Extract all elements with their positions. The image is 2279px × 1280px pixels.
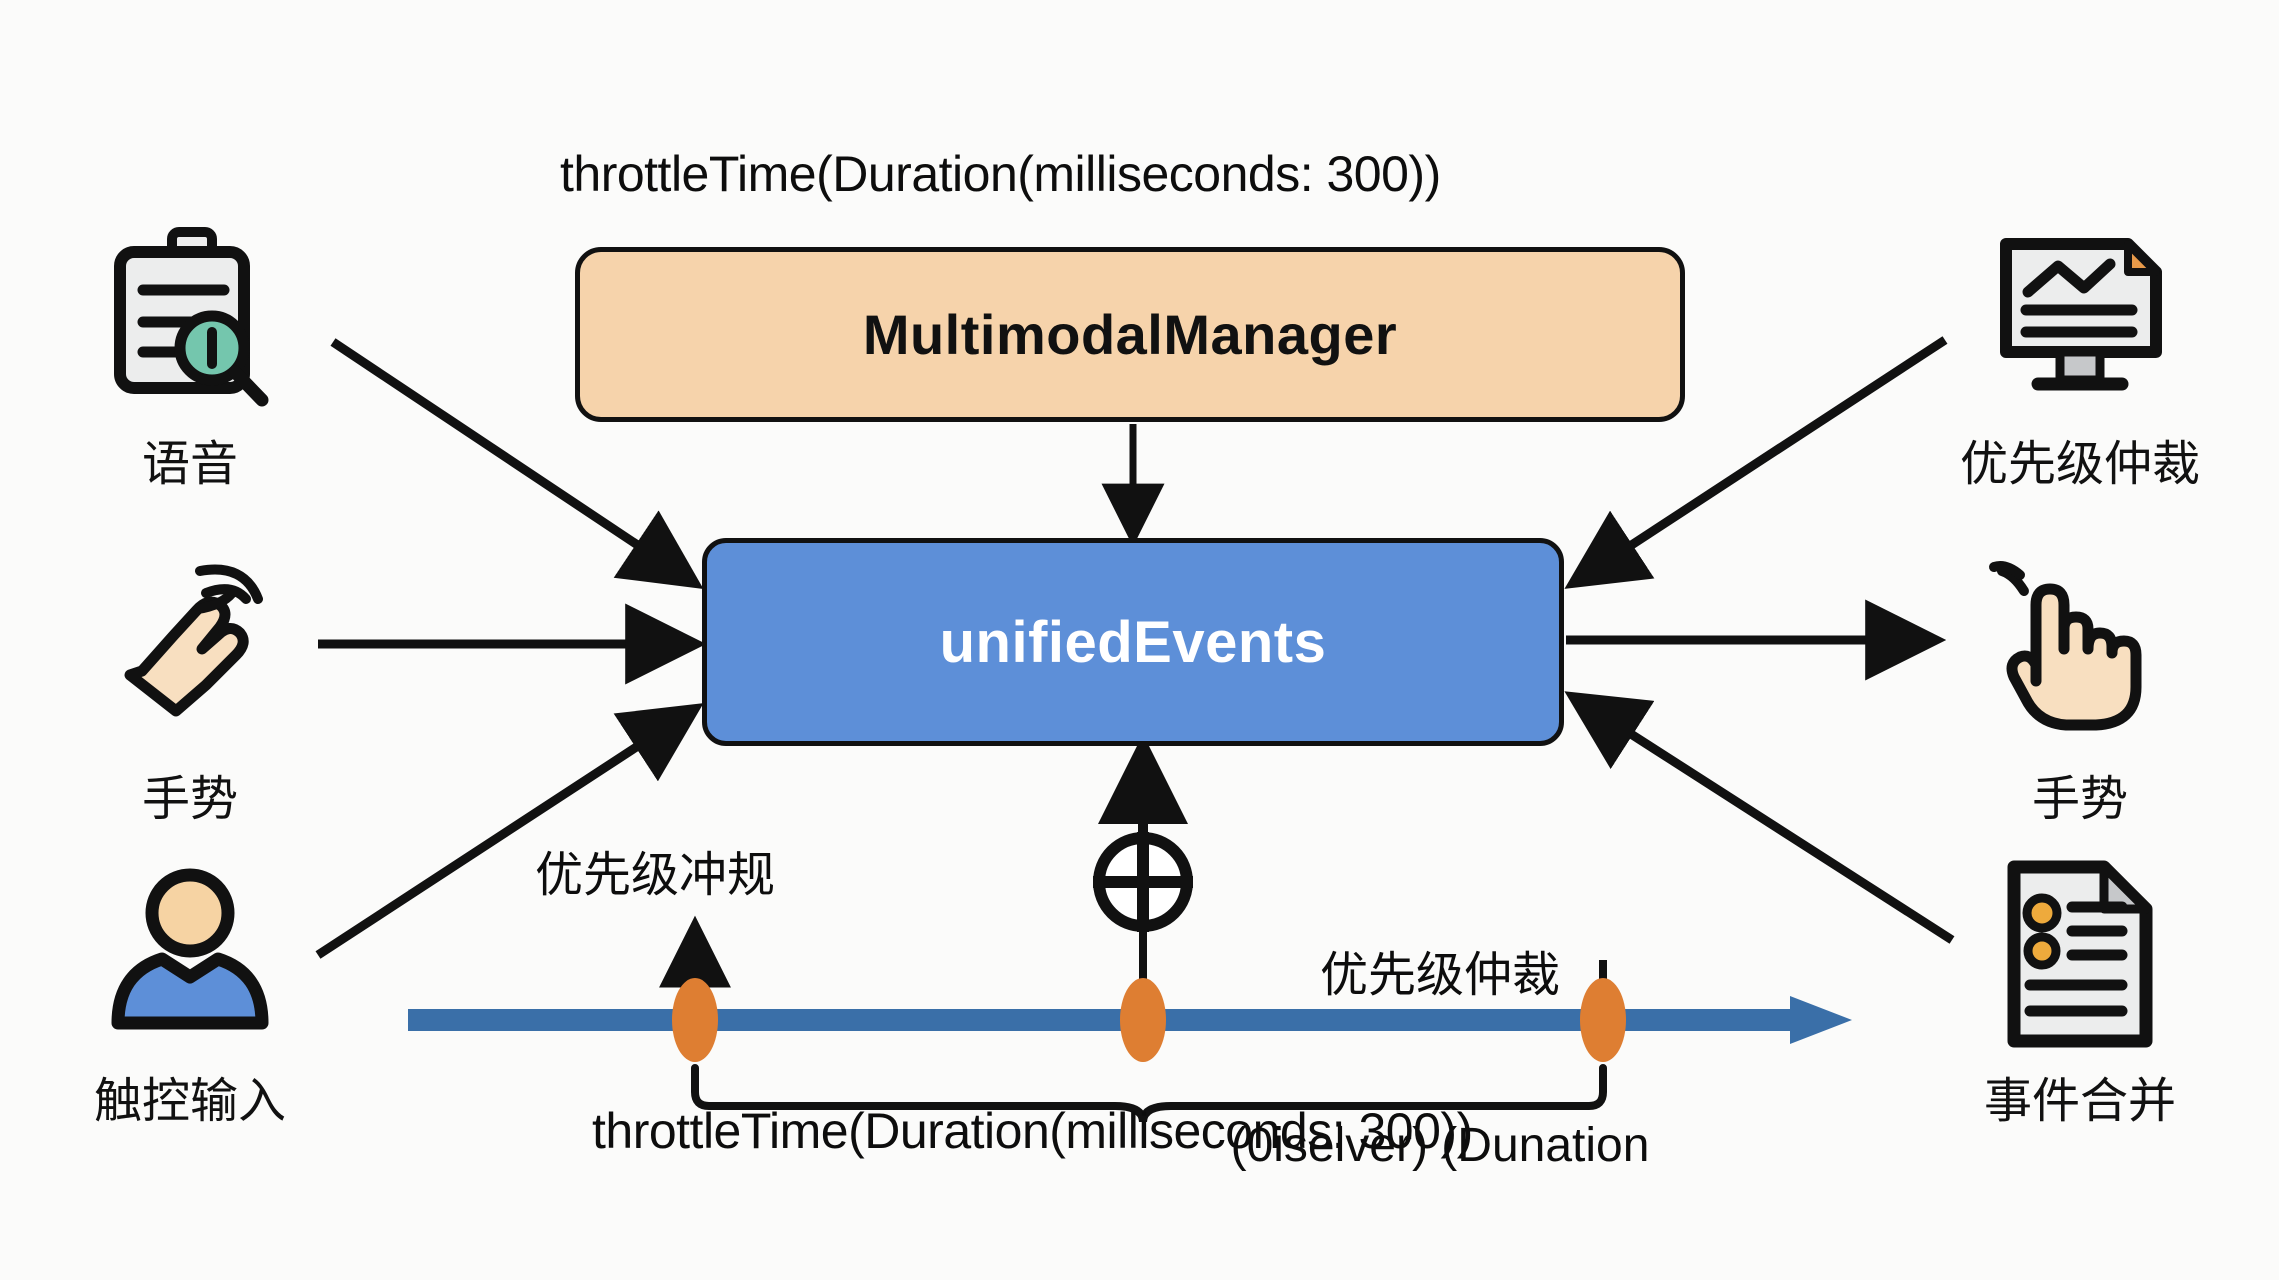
monitor-chart-icon xyxy=(1980,218,2180,418)
output-gesture[interactable]: 手势 xyxy=(1930,553,2230,829)
edge-touch-to-unified xyxy=(315,703,704,959)
document-bullets-icon xyxy=(1980,855,2180,1055)
unified-events-box[interactable]: unifiedEvents xyxy=(702,538,1564,746)
timeline-marker xyxy=(1120,978,1166,1062)
bottom-throttle-label: throttleTime(Duration(milliseconds: 300)… xyxy=(592,1103,1473,1159)
hand-pointer-icon xyxy=(1980,553,2180,753)
hand-swipe-icon xyxy=(90,553,290,753)
output-arbitration[interactable]: 优先级仲裁 xyxy=(1930,218,2230,494)
multimodal-manager-box[interactable]: MultimodalManager xyxy=(575,247,1685,422)
arbitration-annotation-line1: 优先级仲裁 xyxy=(1319,949,1561,1003)
top-throttle-label: throttleTime(Duration(milliseconds: 300)… xyxy=(560,146,1441,202)
unified-events-label: unifiedEvents xyxy=(939,609,1327,675)
output-gesture-label: 手势 xyxy=(2031,773,2128,826)
arbitration-annotation: 优先级仲裁 (0iselver) (Dunation xyxy=(1231,835,1650,1280)
timeline-marker xyxy=(672,978,718,1062)
circled-plus-icon xyxy=(1093,832,1193,932)
input-voice-label: 语音 xyxy=(141,438,238,491)
input-gesture-label: 手势 xyxy=(141,773,238,826)
priority-conflict-label: 优先级冲规 xyxy=(535,849,776,902)
clipboard-search-icon xyxy=(90,218,290,418)
multimodal-manager-label: MultimodalManager xyxy=(862,303,1398,366)
arbitration-annotation-line2: (0iselver) (Dunation xyxy=(1230,1119,1650,1173)
input-voice[interactable]: 语音 xyxy=(40,218,340,494)
input-touch-label: 触控输入 xyxy=(93,1075,286,1128)
output-merge[interactable]: 事件合并 xyxy=(1930,855,2230,1131)
input-touch[interactable]: 触控输入 xyxy=(40,855,340,1131)
person-icon xyxy=(90,855,290,1055)
input-gesture[interactable]: 手势 xyxy=(40,553,340,829)
output-arbitration-label: 优先级仲裁 xyxy=(1959,438,2200,491)
output-merge-label: 事件合并 xyxy=(1983,1075,2176,1128)
